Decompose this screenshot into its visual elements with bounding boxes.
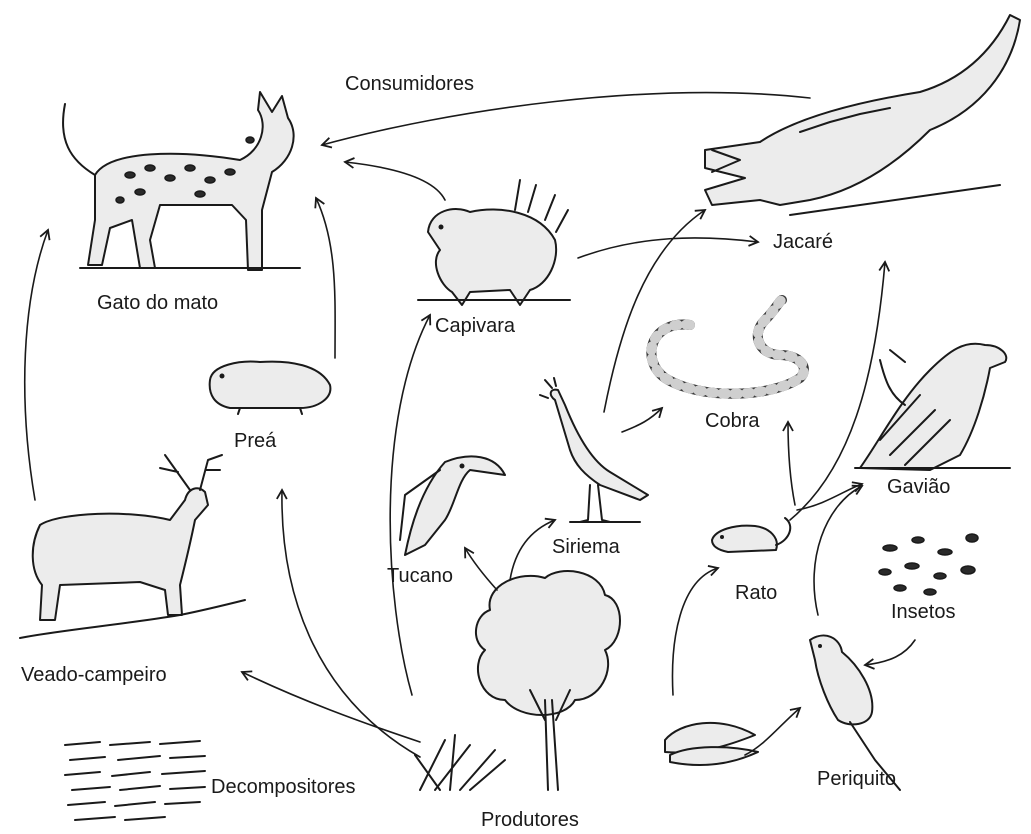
arrow-capivara-to-jacare [578,238,758,258]
arrow-capivara-to-gato [345,162,445,200]
arrow-rato-to-jacare [790,262,885,520]
arrow-corn-to-rato [673,568,718,695]
capivara-drawing [418,180,570,305]
arrow-insetos-to-periquito [865,640,915,665]
decompositores-drawing [65,741,205,820]
arrow-prea-to-gato [316,198,335,358]
produtores-corn-drawing [665,723,758,765]
arrow-rato-to-gaviao [797,484,862,510]
arrow-produtores-to-veado [242,672,420,742]
label-tucano: Tucano [387,566,453,586]
rato-drawing [712,518,790,552]
label-jacare: Jacaré [773,232,833,252]
label-insetos: Insetos [891,602,955,622]
label-gato-do-mato: Gato do mato [97,293,218,313]
label-siriema: Siriema [552,537,620,557]
produtores-grass-drawing [415,735,505,790]
jacare-drawing [705,15,1020,215]
arrow-siriema-to-cobra [622,408,662,432]
arrow-jacare-to-gato [322,93,810,145]
label-consumidores: Consumidores [345,74,474,94]
cobra-drawing [651,300,804,394]
arrow-produtores-to-siriema [510,520,555,580]
arrow-periquito-to-gaviao [814,486,862,615]
label-cobra: Cobra [705,411,759,431]
label-prea: Preá [234,431,276,451]
produtores-tree-drawing [476,571,620,790]
label-periquito: Periquito [817,769,896,789]
label-veado-campeiro: Veado-campeiro [21,665,167,685]
arrow-rato-to-cobra [788,422,795,505]
label-gaviao: Gavião [887,477,950,497]
tucano-drawing [400,456,505,555]
gaviao-drawing [855,344,1010,470]
label-produtores: Produtores [481,810,579,830]
label-rato: Rato [735,583,777,603]
periquito-drawing [810,636,900,790]
label-decompositores: Decompositores [211,777,356,797]
siriema-drawing [540,378,648,522]
arrow-produtores-to-tucano [465,548,497,590]
veado-campeiro-drawing [20,455,245,638]
label-capivara: Capivara [435,316,515,336]
insetos-drawing [879,534,978,595]
gato-do-mato-drawing [63,92,300,270]
arrow-corn-to-periquito [745,708,800,755]
prea-drawing [210,362,331,414]
arrow-veado-to-gato [25,230,48,500]
